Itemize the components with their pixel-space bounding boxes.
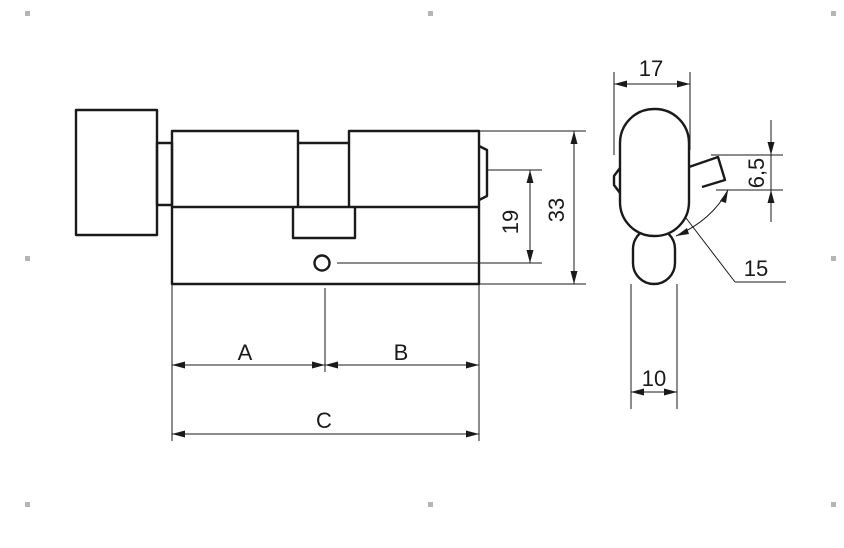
registration-marks <box>25 11 836 507</box>
left-nub <box>612 167 621 194</box>
dimension-19-label: 19 <box>498 210 523 234</box>
side-profile-upper <box>618 107 691 238</box>
cylinder-side-view <box>612 107 727 286</box>
end-cap <box>478 144 489 202</box>
dimension-abc: A B C <box>171 284 480 441</box>
dimension-19: 19 <box>337 169 542 264</box>
cam-slot <box>291 207 357 240</box>
dimension-a-label: A <box>238 340 253 365</box>
cam-tooth <box>688 155 727 189</box>
dimension-15-label: 15 <box>744 256 768 281</box>
knob-shaft <box>155 141 174 207</box>
dimension-15: 15 <box>675 189 786 283</box>
cylinder-front-view <box>74 108 489 286</box>
dimension-c-label: C <box>316 408 332 433</box>
dimension-6-5: 6,5 <box>711 120 783 222</box>
dimension-10-label: 10 <box>642 366 666 391</box>
dimension-10: 10 <box>630 284 678 409</box>
dimension-6-5-label: 6,5 <box>744 158 769 189</box>
dimension-33: 33 <box>479 130 586 285</box>
dimension-b-label: B <box>394 340 409 365</box>
dimension-33-label: 33 <box>544 198 569 222</box>
thumb-turn-knob <box>74 108 159 237</box>
dimension-17-label: 17 <box>639 56 663 81</box>
fixing-screw-hole <box>313 254 331 272</box>
cylinder-body-outline <box>170 129 481 286</box>
dimension-17: 17 <box>613 56 691 155</box>
